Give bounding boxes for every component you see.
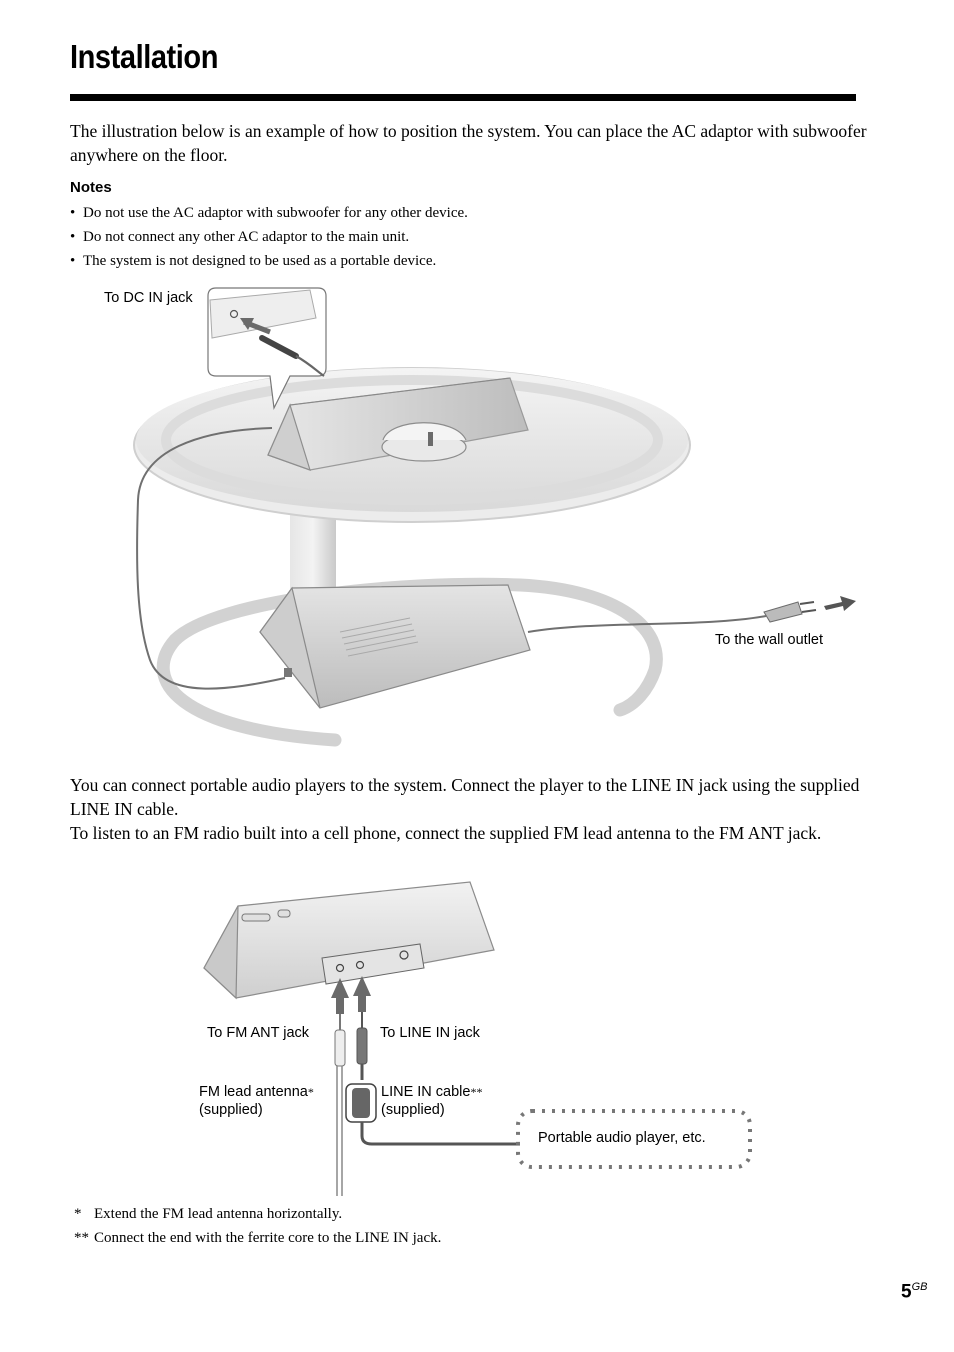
connection-line-in-text: You can connect portable audio players t… [70,775,860,819]
dc-cable [136,427,286,690]
ferrite-core [352,1088,370,1118]
footnote-2: ** Connect the end with the ferrite core… [74,1226,441,1250]
footnote-text: Connect the end with the ferrite core to… [94,1230,442,1246]
line-cable-mark: ** [470,1085,483,1099]
page-number-suffix: GB [911,1281,928,1293]
line-up-arrow [353,976,371,1012]
note-item: Do not use the AC adaptor with subwoofer… [70,201,468,225]
to-outlet-arrow [824,596,856,611]
notes-list: Do not use the AC adaptor with subwoofer… [70,201,468,273]
page-number-value: 5 [901,1281,912,1303]
label-fm-ant-jack: To FM ANT jack [207,1025,310,1041]
dc-in-jack [229,309,239,319]
power-button [277,909,291,918]
connection-diagram [203,881,752,1196]
rear-panel [321,943,425,985]
installation-diagram [133,287,856,747]
page-number: 5GB [901,1281,927,1303]
intro-paragraph: The illustration below is an example of … [70,121,867,165]
fm-lead-text: FM lead antenna [199,1084,308,1100]
fm-antenna-plug [334,1029,346,1067]
footnote-text: Extend the FM lead antenna horizontally. [94,1206,343,1222]
note-item: The system is not designed to be used as… [70,249,468,273]
line-in-plug [356,1027,368,1065]
dc-in-jack-rear [399,950,409,960]
connection-fm-text: To listen to an FM radio built into a ce… [70,823,822,843]
installation-illustration [0,280,954,755]
fm-lead-mark: * [307,1085,314,1099]
label-line-in-cable: LINE IN cable** (supplied) [381,1083,482,1119]
footnote-mark: ** [74,1230,89,1246]
note-item: Do not connect any other AC adaptor to t… [70,225,468,249]
connection-illustration [0,876,954,1201]
portable-player-box [516,1109,752,1169]
line-in-jack [355,960,365,970]
line-cable-text: LINE IN cable [381,1084,471,1100]
line-cable-supplied: (supplied) [381,1102,445,1118]
fm-lead-supplied: (supplied) [199,1102,263,1118]
ac-cord [527,615,767,633]
footnote-mark: * [74,1206,82,1222]
notes-heading: Notes [70,179,112,196]
fm-up-arrow [331,978,349,1014]
line-in-cable [360,1122,520,1146]
footnotes: * Extend the FM lead antenna horizontall… [74,1202,441,1250]
ac-plug [763,601,803,623]
subwoofer-grille [339,617,419,657]
label-dc-in-jack: To DC IN jack [104,290,193,306]
dock-connector [428,432,433,446]
label-portable-player: Portable audio player, etc. [538,1130,706,1146]
page-title: Installation [70,38,219,75]
title-rule [70,94,856,101]
table-top-ring [161,375,663,505]
label-line-in-jack: To LINE IN jack [380,1025,480,1041]
label-fm-lead-antenna: FM lead antenna* (supplied) [199,1083,314,1119]
volume-buttons [241,913,271,922]
dc-plug [259,335,299,359]
label-wall-outlet: To the wall outlet [715,632,824,648]
fm-ant-jack [335,963,345,973]
main-unit-end [267,403,311,471]
footnote-1: * Extend the FM lead antenna horizontall… [74,1202,441,1226]
connection-paragraph: You can connect portable audio players t… [70,773,870,845]
